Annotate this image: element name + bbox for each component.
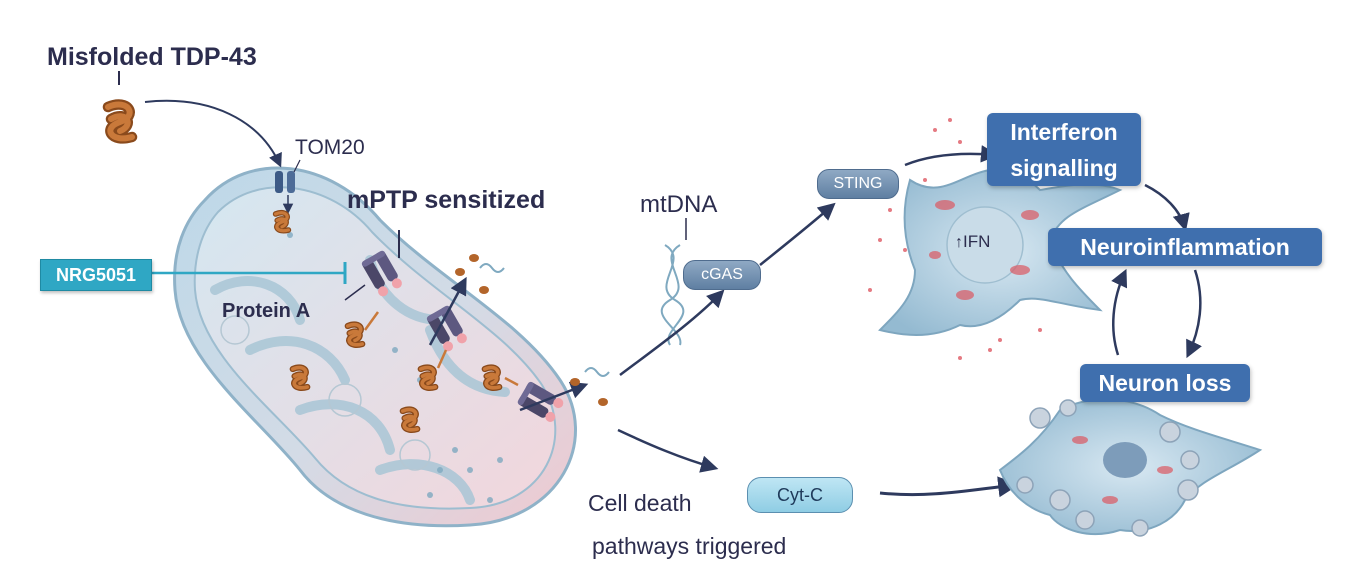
cell-death-line2: pathways triggered — [592, 533, 787, 559]
mptp-pore-icon — [516, 380, 564, 422]
protein-coil-icon — [403, 410, 417, 430]
nrg5051-box: NRG5051 — [40, 259, 152, 291]
cytc-pill: Cyt-C — [747, 477, 853, 513]
tom20-channel — [275, 171, 295, 193]
ifn-text: IFN — [963, 232, 991, 251]
misfolded-tdp43-label: Misfolded TDP-43 — [47, 43, 257, 71]
inflamed-neuron — [868, 118, 1123, 360]
mtdna-label: mtDNA — [640, 191, 718, 218]
mptp-pore-icon — [360, 249, 402, 297]
ifn-label: ↑IFN — [955, 232, 990, 252]
neuroinflammation-box: Neuroinflammation — [1048, 228, 1322, 266]
dna-helix-icon — [660, 244, 685, 346]
dying-neuron — [998, 398, 1263, 537]
mptp-sensitized-label: mPTP sensitized — [347, 186, 546, 214]
interferon-signalling-box: Interferon signalling — [987, 113, 1141, 186]
cgas-pill: cGAS — [683, 260, 761, 290]
up-arrow-icon: ↑ — [955, 234, 963, 251]
interferon-line2: signalling — [1010, 154, 1118, 181]
tom20-label: TOM20 — [295, 136, 365, 159]
cell-death-line1: Cell death — [588, 490, 692, 516]
protein-coil-icon — [108, 105, 132, 139]
protein-coil-icon — [276, 213, 289, 231]
mitochondrion — [173, 166, 577, 528]
neuron-loss-box: Neuron loss — [1080, 364, 1250, 402]
protein-coil-icon — [348, 325, 362, 345]
mptp-pore-icon — [425, 304, 467, 352]
protein-coil-icon — [293, 368, 307, 388]
protein-coil-icon — [485, 368, 499, 388]
protein-a-label: Protein A — [222, 300, 311, 322]
protein-coil-icon — [421, 368, 435, 388]
sting-pill: STING — [817, 169, 899, 199]
interferon-line1: Interferon — [1010, 118, 1118, 145]
